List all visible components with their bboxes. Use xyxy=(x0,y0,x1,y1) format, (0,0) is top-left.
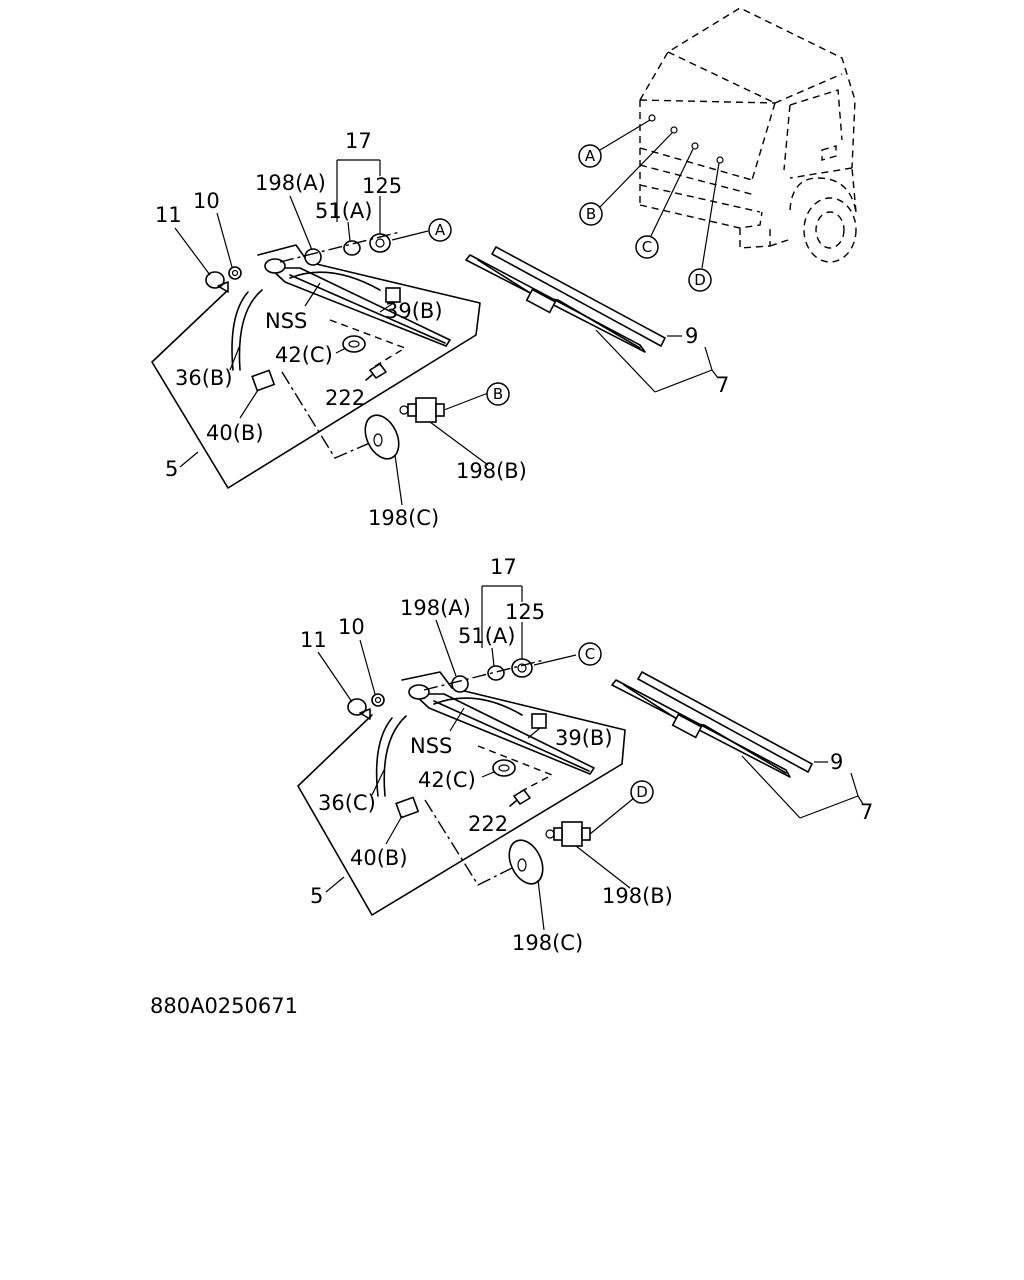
callout-198a: 198(A) xyxy=(400,596,471,620)
circle-letter: A xyxy=(585,147,596,165)
callout-198b: 198(B) xyxy=(456,459,527,483)
upper-wiper-assembly: 11 10 198(A) 17 125 51(A) NSS 39(B) 42(C… xyxy=(151,129,729,530)
callout-198c: 198(C) xyxy=(512,931,583,955)
callout-7: 7 xyxy=(860,800,873,824)
callout-51a: 51(A) xyxy=(315,199,372,223)
callout-39b: 39(B) xyxy=(385,299,443,323)
callout-198c: 198(C) xyxy=(368,506,439,530)
circle-letter: B xyxy=(586,205,596,223)
callout-42c: 42(C) xyxy=(275,343,333,367)
callout-125: 125 xyxy=(362,174,402,198)
circle-letter: D xyxy=(636,783,648,801)
upper-washer-pump xyxy=(399,392,489,466)
callout-222: 222 xyxy=(325,386,365,410)
callout-9: 9 xyxy=(830,750,843,774)
ref-circle-pump: D xyxy=(630,780,654,804)
upper-wiper-blade xyxy=(465,246,719,393)
lower-wiper-assembly: 11 10 198(A) 17 125 51(A) NSS 39(B) 42(C… xyxy=(297,555,873,955)
callout-125: 125 xyxy=(505,600,545,624)
marker-c: C xyxy=(635,235,659,259)
callout-51a: 51(A) xyxy=(458,624,515,648)
callout-36b: 36(B) xyxy=(175,366,233,390)
callout-42c: 42(C) xyxy=(418,768,476,792)
callout-7: 7 xyxy=(716,373,729,397)
ref-circle-top: A xyxy=(428,218,452,242)
truck-mount-markers: A B C D xyxy=(578,114,724,292)
drawing-number: 880A0250671 xyxy=(150,994,298,1018)
callout-10: 10 xyxy=(338,615,365,639)
ref-circle-pump: B xyxy=(486,382,510,406)
callout-198a: 198(A) xyxy=(255,171,326,195)
lower-washer-pump xyxy=(545,797,635,889)
circle-letter: C xyxy=(642,238,652,256)
marker-b: B xyxy=(579,202,603,226)
circle-letter: B xyxy=(493,385,503,403)
marker-a: A xyxy=(578,144,602,168)
callout-10: 10 xyxy=(193,189,220,213)
circle-letter: D xyxy=(694,271,706,289)
callout-11: 11 xyxy=(300,628,327,652)
callout-222: 222 xyxy=(468,812,508,836)
lower-wiper-blade xyxy=(611,671,864,819)
ref-circle-top: C xyxy=(578,642,602,666)
callout-40b: 40(B) xyxy=(206,421,264,445)
callout-17: 17 xyxy=(490,555,517,579)
truck-cab-illustration xyxy=(639,7,857,263)
circle-letter: C xyxy=(585,645,595,663)
callout-5: 5 xyxy=(165,457,178,481)
callout-11: 11 xyxy=(155,203,182,227)
callout-17: 17 xyxy=(345,129,372,153)
callout-40b: 40(B) xyxy=(350,846,408,870)
callout-36c: 36(C) xyxy=(318,791,376,815)
label-nss: NSS xyxy=(410,734,452,758)
callout-5: 5 xyxy=(310,884,323,908)
callout-198b: 198(B) xyxy=(602,884,673,908)
circle-letter: A xyxy=(435,221,446,239)
callout-9: 9 xyxy=(685,324,698,348)
marker-d: D xyxy=(688,268,712,292)
callout-39b: 39(B) xyxy=(555,726,613,750)
label-nss: NSS xyxy=(265,309,307,333)
